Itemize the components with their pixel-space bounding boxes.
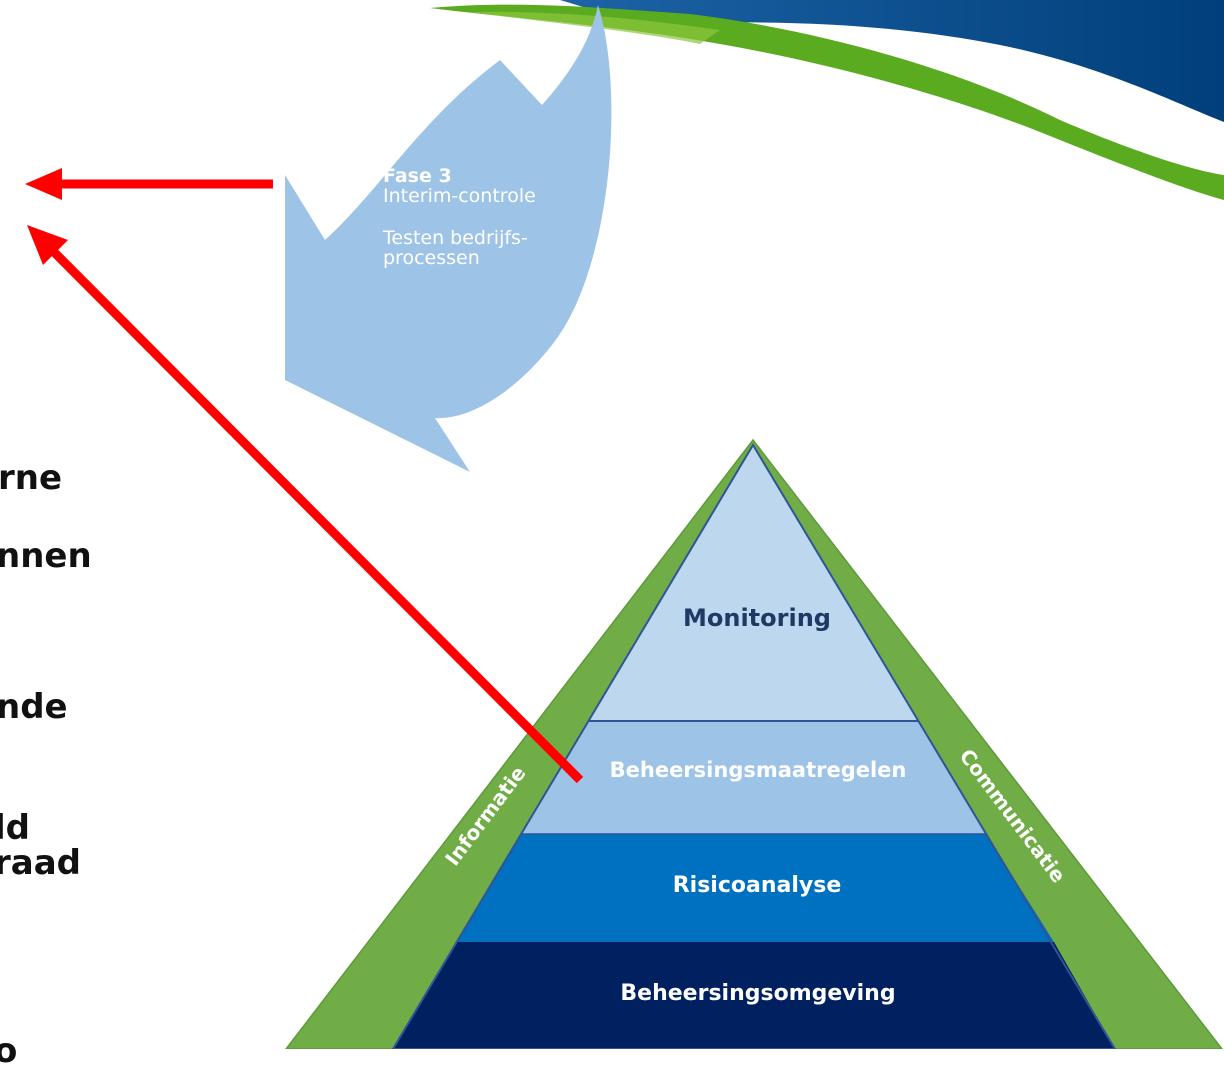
- pyramid-label-beheersingsmaatregelen: Beheersingsmaatregelen: [610, 758, 907, 782]
- phase-3-text: Fase 3 Interim-controle Testen bedrijfs-…: [383, 166, 593, 268]
- body-text-fragment: ld: [0, 808, 30, 848]
- body-text-fragment: rne: [0, 458, 63, 498]
- pyramid-level-risicoanalyse: [456, 834, 1054, 942]
- body-text-fragment: nnen: [0, 536, 92, 576]
- pyramid-level-beheersingsomgeving: [393, 942, 1115, 1049]
- pyramid-label-risicoanalyse: Risicoanalyse: [673, 873, 842, 898]
- body-text-fragment: raad: [0, 843, 81, 883]
- slide-canvas: Monitoring Beheersingsmaatregelen Risico…: [25, 0, 1224, 1050]
- body-text-fragment: nde: [0, 687, 68, 727]
- phase-description-line1: Testen bedrijfs-: [383, 227, 528, 249]
- body-text-fragment: o: [0, 1031, 18, 1071]
- phase-arrow-shape: [285, 5, 612, 472]
- pyramid: Monitoring Beheersingsmaatregelen Risico…: [284, 438, 1224, 1050]
- red-arrow-diagonal: [27, 225, 584, 784]
- pyramid-level-monitoring: [589, 445, 918, 721]
- phase-title: Fase 3: [383, 165, 452, 187]
- phase-description-line2: processen: [383, 247, 480, 269]
- top-banner-swoosh: [430, 0, 1224, 200]
- pyramid-label-beheersingsomgeving: Beheersingsomgeving: [620, 981, 895, 1006]
- phase-subtitle: Interim-controle: [383, 185, 536, 207]
- pyramid-level-beheersingsmaatregelen: [522, 721, 986, 834]
- red-arrow-horizontal: [25, 168, 273, 200]
- pyramid-label-monitoring: Monitoring: [683, 604, 831, 632]
